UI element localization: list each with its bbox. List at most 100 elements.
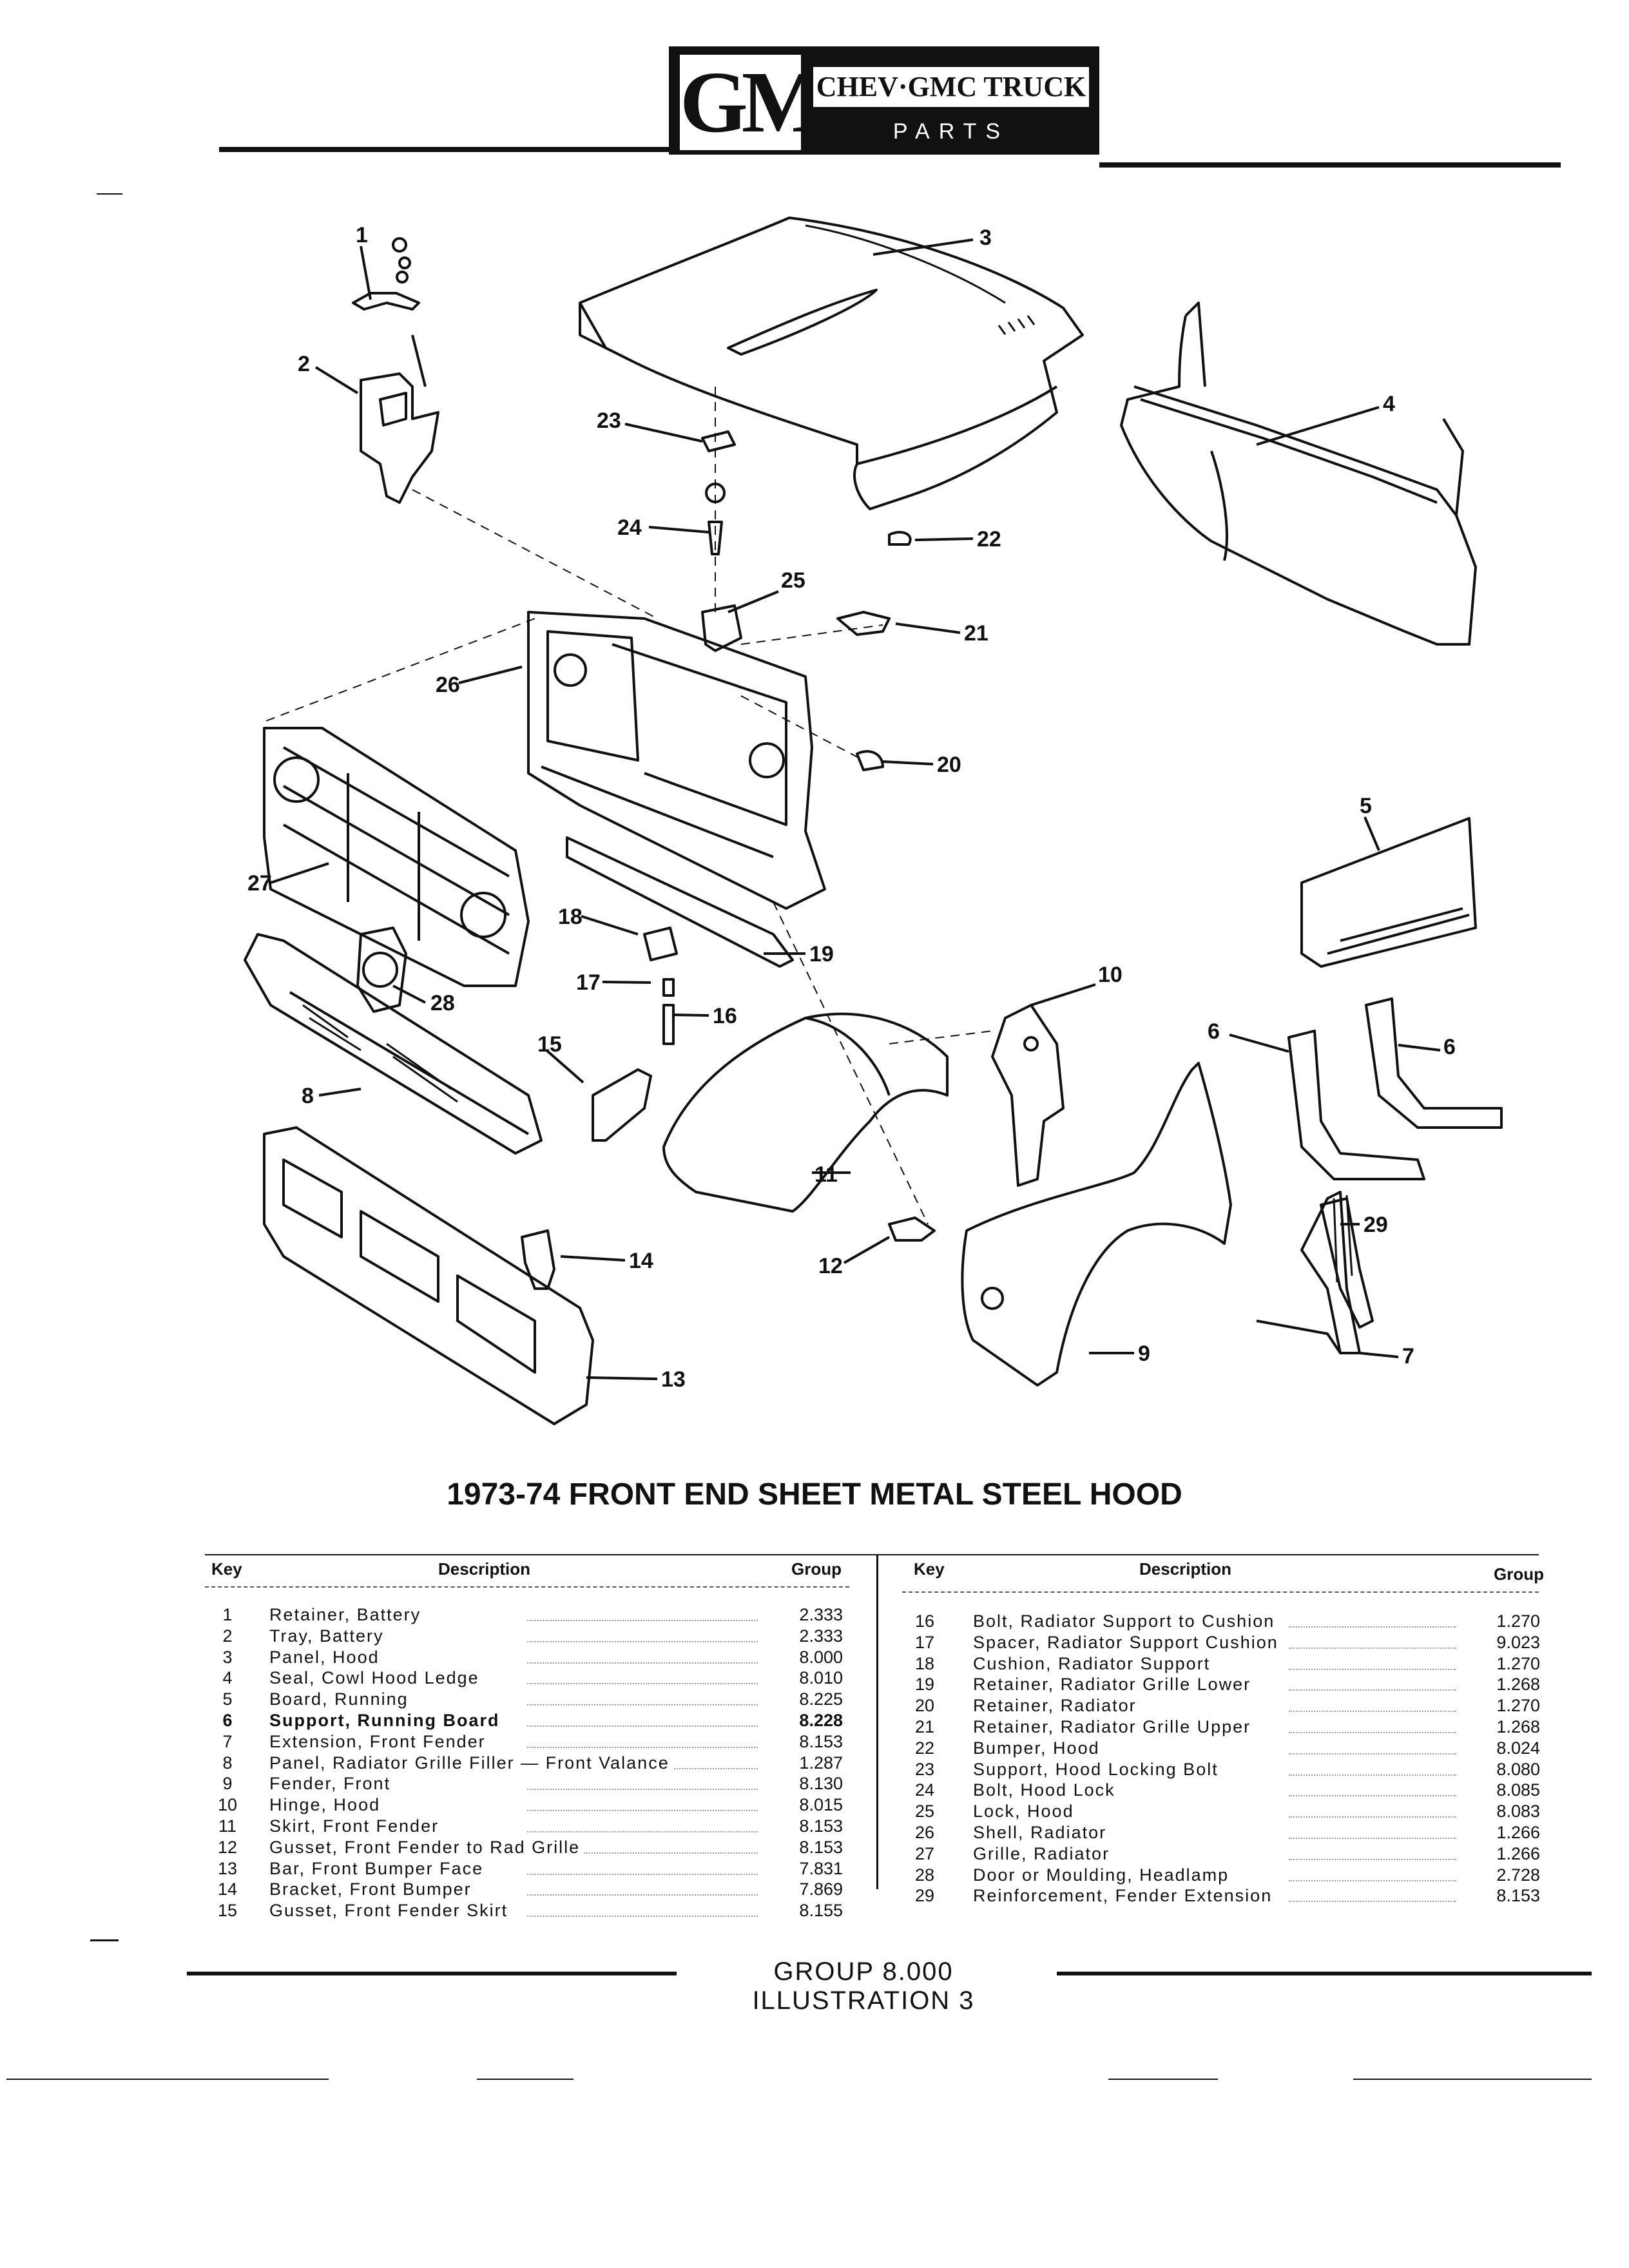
row-key: 1 (222, 1605, 233, 1624)
callout-6-right: 6 (1443, 1035, 1456, 1059)
row-group: 1.270 (1456, 1695, 1544, 1716)
row-group: 8.155 (759, 1900, 847, 1921)
row-leader-dots (527, 1629, 766, 1642)
bottom-rule-2 (477, 2079, 574, 2080)
right-header-group: Group (1494, 1564, 1544, 1584)
callout-23: 23 (597, 408, 621, 433)
brand-label: CHEV·GMC TRUCK (813, 67, 1089, 107)
part-radiator-shell (527, 611, 826, 910)
right-header-rule (902, 1591, 1539, 1593)
bottom-rule-4 (1353, 2079, 1592, 2080)
callout-25: 25 (781, 568, 805, 593)
part-cowl-seal (1120, 302, 1477, 646)
callout-29: 29 (1364, 1213, 1388, 1237)
row-group: 1.268 (1456, 1674, 1544, 1696)
bottom-rule-3 (1108, 2079, 1218, 2080)
row-description: Spacer, Radiator Support Cushion (973, 1631, 1282, 1653)
row-key: 12 (217, 1837, 238, 1857)
row-description: Panel, Radiator Grille Filler — Front Va… (269, 1752, 673, 1774)
row-description: Gusset, Front Fender to Rad Grille (269, 1836, 584, 1858)
row-group: 8.083 (1456, 1801, 1544, 1822)
table-column-divider (876, 1554, 878, 1889)
row-group: 8.085 (1456, 1780, 1544, 1802)
row-leader-dots (1289, 1699, 1456, 1713)
row-key: 5 (222, 1689, 233, 1709)
footer-rule-left (187, 1972, 677, 1975)
callout-24: 24 (617, 515, 642, 540)
callout-18: 18 (558, 905, 583, 929)
part-fender-skirt (662, 1012, 949, 1213)
row-key: 25 (914, 1802, 935, 1821)
row-description: Fender, Front (269, 1773, 395, 1795)
row-description: Lock, Hood (973, 1801, 1078, 1822)
row-description: Panel, Hood (269, 1646, 383, 1668)
callout-4: 4 (1383, 392, 1395, 416)
row-description: Skirt, Front Fender (269, 1816, 443, 1837)
row-key: 6 (222, 1711, 233, 1730)
callout-7: 7 (1402, 1344, 1414, 1369)
right-header-key: Key (914, 1559, 945, 1579)
callout-17: 17 (576, 970, 601, 995)
row-key: 7 (222, 1731, 233, 1751)
part-grille-filler-panel (244, 933, 543, 1155)
row-leader-dots (527, 1714, 766, 1727)
row-group: 7.869 (759, 1879, 847, 1901)
callout-10: 10 (1098, 963, 1123, 987)
part-headlamp-door (356, 927, 407, 1013)
part-hood-hinge (991, 1004, 1065, 1187)
parts-row: 20 Retainer, Radiator 1.270 (902, 1695, 1544, 1716)
header-rule-left (219, 147, 670, 152)
row-group: 1.266 (1456, 1843, 1544, 1865)
callout-28: 28 (430, 991, 455, 1015)
row-key: 18 (914, 1653, 935, 1673)
row-key: 15 (217, 1901, 238, 1921)
row-group: 1.270 (1456, 1611, 1544, 1632)
callout-5: 5 (1360, 794, 1372, 818)
row-group: 8.080 (1456, 1758, 1544, 1780)
footer-label: GROUP 8.000 ILLUSTRATION 3 (752, 1957, 975, 2015)
row-description: Hinge, Hood (269, 1794, 385, 1816)
row-leader-dots (527, 1651, 766, 1664)
row-key: 9 (222, 1774, 233, 1794)
part-radiator-grille (263, 727, 530, 987)
row-key: 4 (222, 1668, 233, 1688)
part-hardware (643, 430, 912, 1045)
row-leader-dots (527, 1862, 766, 1875)
row-group: 8.010 (759, 1667, 847, 1689)
row-group: 8.130 (759, 1773, 847, 1795)
row-description: Bolt, Radiator Support to Cushion (973, 1611, 1279, 1632)
row-leader-dots (1289, 1783, 1456, 1797)
row-key: 16 (914, 1611, 935, 1631)
row-leader-dots (527, 1820, 766, 1832)
row-group: 8.015 (759, 1794, 847, 1816)
left-header-key: Key (211, 1559, 242, 1579)
row-leader-dots (527, 1798, 766, 1812)
figure-title: 1973-74 FRONT END SHEET METAL STEEL HOOD (447, 1477, 1182, 1512)
row-key: 27 (914, 1843, 935, 1863)
row-leader-dots (1289, 1678, 1456, 1691)
row-key: 20 (914, 1696, 935, 1716)
part-hood-panel (579, 216, 1084, 510)
callout-26: 26 (436, 673, 460, 697)
part-fender-extension (1256, 1191, 1361, 1354)
row-description: Bracket, Front Bumper (269, 1879, 476, 1901)
row-leader-dots (527, 1735, 766, 1748)
catalogue-label: PARTS CATALOGUE (844, 119, 1058, 177)
row-description: Extension, Front Fender (269, 1731, 490, 1753)
row-description: Retainer, Radiator (973, 1695, 1141, 1716)
row-description: Support, Hood Locking Bolt (973, 1758, 1222, 1780)
row-group: 1.287 (759, 1752, 847, 1774)
row-leader-dots (1289, 1636, 1456, 1649)
